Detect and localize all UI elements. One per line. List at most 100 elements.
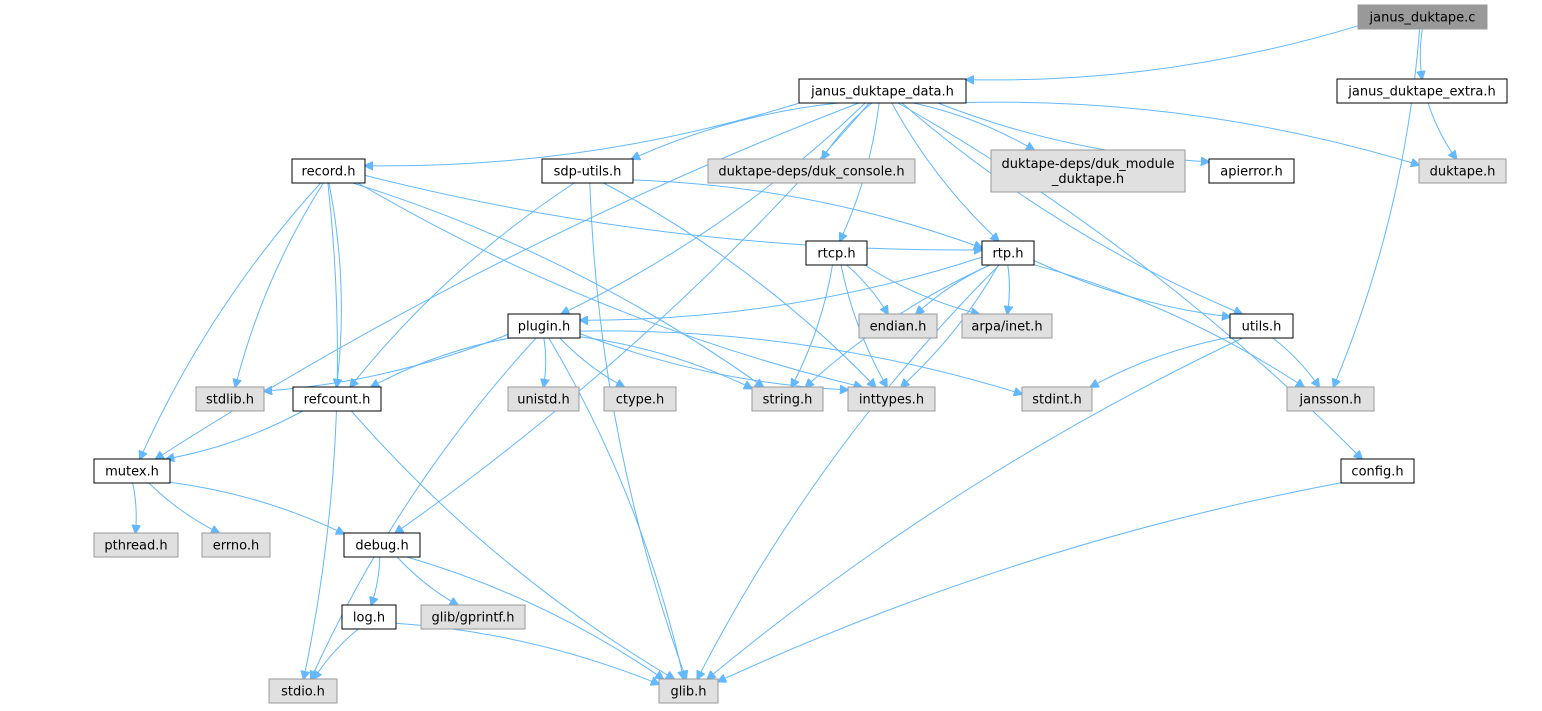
node-box <box>990 149 1186 193</box>
node-label: pthread.h <box>104 539 167 554</box>
node-box <box>93 458 171 484</box>
node-label: utils.h <box>1242 320 1282 335</box>
edge-rtp-h-to-glib-h <box>697 264 1000 679</box>
node-sdp-utils-h[interactable]: sdp-utils.h <box>541 158 634 184</box>
node-label: refcount.h <box>304 393 371 408</box>
edge-janus-duktape-data-h-to-record-h <box>365 102 800 166</box>
node-label: apierror.h <box>1220 165 1282 180</box>
node-box <box>1418 158 1507 184</box>
node-box <box>541 158 634 184</box>
edge-plugin-h-to-stdlib-h <box>264 333 509 391</box>
node-box <box>707 158 916 184</box>
node-duk-console-h: duktape-deps/duk_console.h <box>707 158 916 184</box>
edge-mutex-h-to-debug-h <box>169 481 344 534</box>
edge-record-h-to-stdlib-h <box>235 182 324 387</box>
edge-log-h-to-stdio-h <box>314 628 359 679</box>
node-label: janus_duktape_data.h <box>810 85 954 100</box>
node-utils-h[interactable]: utils.h <box>1229 313 1294 339</box>
node-pthread-h: pthread.h <box>93 532 179 558</box>
edge-record-h-to-refcount-h <box>328 182 341 387</box>
edge-rtp-h-to-jansson-h <box>1033 264 1304 387</box>
edge-record-h-to-mutex-h <box>140 182 321 459</box>
node-box <box>961 313 1053 339</box>
node-debug-h[interactable]: debug.h <box>343 532 421 558</box>
node-label: debug.h <box>355 539 408 554</box>
node-duktape-h: duktape.h <box>1418 158 1507 184</box>
node-label: record.h <box>302 165 356 180</box>
node-label: string.h <box>763 393 813 408</box>
edge-record-h-to-string-h <box>352 182 764 387</box>
edge-refcount-h-to-mutex-h <box>166 410 304 459</box>
edge-janus-duktape-extra-h-to-duktape-h <box>1427 102 1456 159</box>
edge-janus-duktape-data-h-to-duktape-h <box>965 101 1419 165</box>
edge-sdp-utils-h-to-glib-h <box>589 182 686 679</box>
node-label: errno.h <box>213 539 260 554</box>
edge-sdp-utils-h-to-refcount-h <box>350 182 575 387</box>
node-label: duktape-deps/duk_module_duktape.h <box>1002 157 1175 187</box>
node-rtcp-h[interactable]: rtcp.h <box>805 240 868 266</box>
node-janus-duktape-extra-h[interactable]: janus_duktape_extra.h <box>1336 78 1508 104</box>
edge-janus-duktape-c-to-jansson-h <box>1333 28 1421 387</box>
node-box <box>343 532 421 558</box>
node-janus-duktape-data-h[interactable]: janus_duktape_data.h <box>798 78 967 104</box>
node-label: config.h <box>1351 465 1403 480</box>
node-box <box>1336 78 1508 104</box>
edge-record-h-to-rtp-h <box>364 174 982 250</box>
node-glib-gprintf-h: glib/gprintf.h <box>420 604 526 630</box>
node-errno-h: errno.h <box>201 532 271 558</box>
node-record-h[interactable]: record.h <box>291 158 366 184</box>
node-box <box>1208 158 1295 184</box>
node-box <box>751 386 824 412</box>
node-label: duktape.h <box>1430 165 1496 180</box>
edge-config-h-to-glib-h <box>718 482 1342 682</box>
node-box <box>658 678 719 704</box>
node-config-h[interactable]: config.h <box>1340 458 1415 484</box>
edge-janus-duktape-data-h-to-sdp-utils-h <box>632 102 839 159</box>
node-plugin-h[interactable]: plugin.h <box>507 313 581 339</box>
edge-utils-h-to-glib-h <box>707 337 1243 679</box>
node-box <box>291 158 366 184</box>
node-box <box>195 386 265 412</box>
edge-record-h-to-inttypes-h <box>357 182 862 387</box>
node-box <box>1286 386 1375 412</box>
node-label: unistd.h <box>517 393 570 408</box>
edge-rtp-h-to-utils-h <box>1033 260 1230 317</box>
edge-log-h-to-glib-h <box>395 622 659 684</box>
edge-janus-duktape-c-to-janus-duktape-extra-h <box>1420 28 1422 79</box>
edge-record-h-to-stdio-h <box>304 182 338 679</box>
node-label: janus_duktape.c <box>1369 11 1476 26</box>
node-label: duktape-deps/duk_console.h <box>718 165 904 180</box>
edge-plugin-h-to-refcount-h <box>371 337 511 387</box>
edge-sdp-utils-h-to-inttypes-h <box>603 182 876 387</box>
edge-janus-duktape-data-h-to-plugin-h <box>561 102 866 314</box>
node-mutex-h[interactable]: mutex.h <box>93 458 171 484</box>
node-stdint-h: stdint.h <box>1021 386 1093 412</box>
node-rtp-h[interactable]: rtp.h <box>981 240 1035 266</box>
edge-janus-duktape-c-to-janus-duktape-data-h <box>966 25 1359 80</box>
node-label: rtp.h <box>992 247 1023 262</box>
node-box <box>292 386 382 412</box>
edge-rtcp-h-to-arpa-inet-h <box>864 264 980 314</box>
edge-plugin-h-to-string-h <box>579 336 752 389</box>
edge-debug-h-to-log-h <box>371 556 381 605</box>
node-log-h[interactable]: log.h <box>341 604 397 630</box>
node-box <box>420 604 526 630</box>
edges <box>133 25 1457 684</box>
edge-mutex-h-to-pthread-h <box>133 482 137 533</box>
node-janus-duktape-c[interactable]: janus_duktape.c <box>1357 4 1488 30</box>
edge-rtp-h-to-arpa-inet-h <box>1007 264 1009 314</box>
edge-janus-duktape-data-h-to-duk-module-h <box>913 102 1034 150</box>
node-box <box>1021 386 1093 412</box>
node-box <box>1340 458 1415 484</box>
edge-plugin-h-to-ctype-h <box>559 337 624 387</box>
node-label: stdio.h <box>281 685 325 700</box>
edge-janus-duktape-data-h-to-rtp-h <box>891 102 999 241</box>
node-refcount-h[interactable]: refcount.h <box>292 386 382 412</box>
node-apierror-h[interactable]: apierror.h <box>1208 158 1295 184</box>
node-label: endian.h <box>870 320 927 335</box>
node-label: jansson.h <box>1299 393 1362 408</box>
node-inttypes-h: inttypes.h <box>847 386 936 412</box>
node-arpa-inet-h: arpa/inet.h <box>961 313 1053 339</box>
node-label: glib.h <box>670 685 706 700</box>
